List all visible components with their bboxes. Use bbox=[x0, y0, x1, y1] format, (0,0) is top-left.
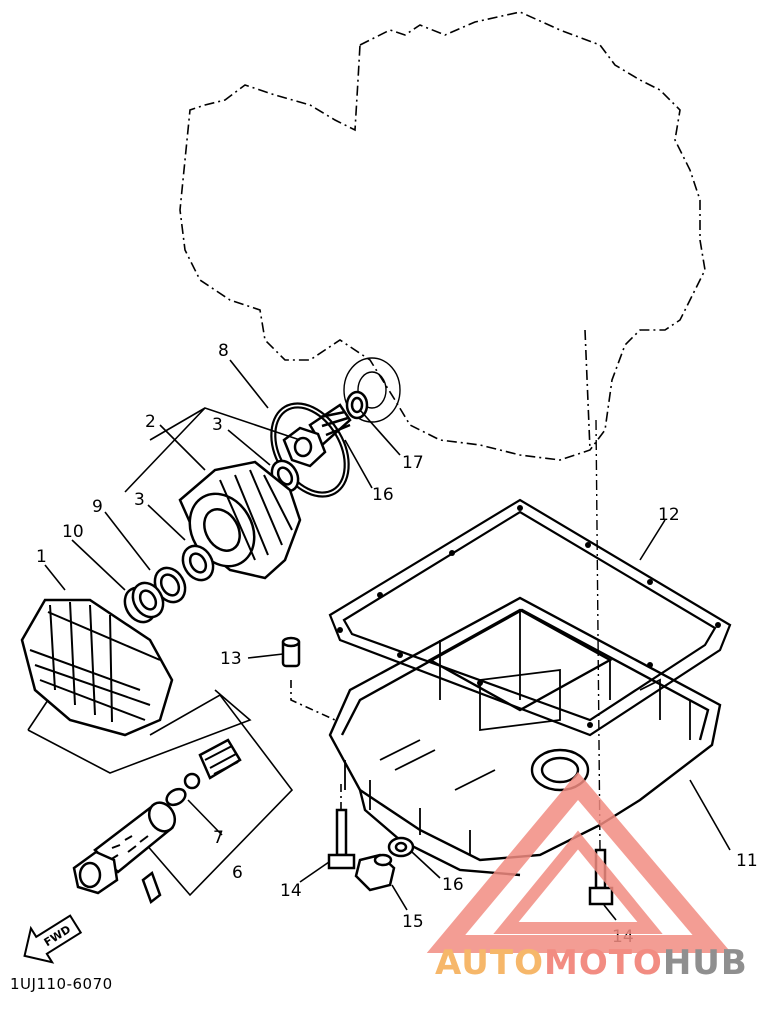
part-15-washer bbox=[387, 836, 415, 858]
callout-leader-lines bbox=[44, 359, 731, 921]
engine-mount-hole bbox=[343, 357, 401, 423]
callout-1: 1 bbox=[36, 547, 47, 567]
part-4-relief-valve bbox=[165, 738, 242, 807]
part-10-gasket bbox=[328, 498, 732, 737]
callout-8: 10 bbox=[62, 522, 84, 542]
callout-15: 16 bbox=[442, 875, 464, 895]
callout-2: 2 bbox=[145, 412, 156, 432]
callout-11: 13 bbox=[220, 649, 242, 669]
callout-5: 7 bbox=[213, 828, 224, 848]
watermark-hub: HUB bbox=[663, 943, 748, 983]
part-14-drain-plug bbox=[354, 853, 396, 892]
dowel-leader-dash bbox=[290, 680, 336, 721]
part-13-bolt bbox=[327, 808, 356, 870]
fwd-arrow: FWD bbox=[23, 914, 83, 964]
engine-outline bbox=[179, 11, 706, 461]
watermark-triangle bbox=[426, 772, 732, 953]
callout-numbers: 8 2 3 3 9 10 1 12 11 13 16 17 14 15 16 1… bbox=[36, 341, 758, 947]
callout-3-lower: 3 bbox=[134, 490, 145, 510]
callout-7: 9 bbox=[92, 497, 103, 517]
watermark-auto: AUTO bbox=[435, 943, 544, 983]
callout-3-upper: 3 bbox=[212, 415, 223, 435]
callout-14: 15 bbox=[402, 912, 424, 932]
part-3-o-ring-lower bbox=[181, 544, 215, 582]
part-4-strainer-bolt bbox=[72, 801, 177, 905]
callout-10: 12 bbox=[658, 505, 680, 525]
callout-9: 11 bbox=[736, 851, 758, 871]
drawing-code: 1UJ110-6070 bbox=[10, 975, 113, 993]
part-2-oil-cooler bbox=[178, 460, 302, 580]
part-1-oil-filter bbox=[20, 598, 174, 737]
callout-6: 8 bbox=[218, 341, 229, 361]
callout-16: 16 bbox=[372, 485, 394, 505]
callout-4: 6 bbox=[232, 863, 243, 883]
group-bracket-lines bbox=[27, 407, 301, 897]
part-9-oil-pan bbox=[328, 596, 722, 877]
callout-17: 17 bbox=[402, 453, 424, 473]
callout-13: 14 bbox=[280, 881, 302, 901]
part-12-leader-dash bbox=[595, 419, 601, 851]
watermark-logo-text: AUTOMOTOHUB bbox=[435, 943, 748, 983]
watermark-moto: MOTO bbox=[544, 943, 663, 983]
part-11-dowel bbox=[281, 636, 301, 668]
part-8-pipe bbox=[123, 581, 165, 624]
